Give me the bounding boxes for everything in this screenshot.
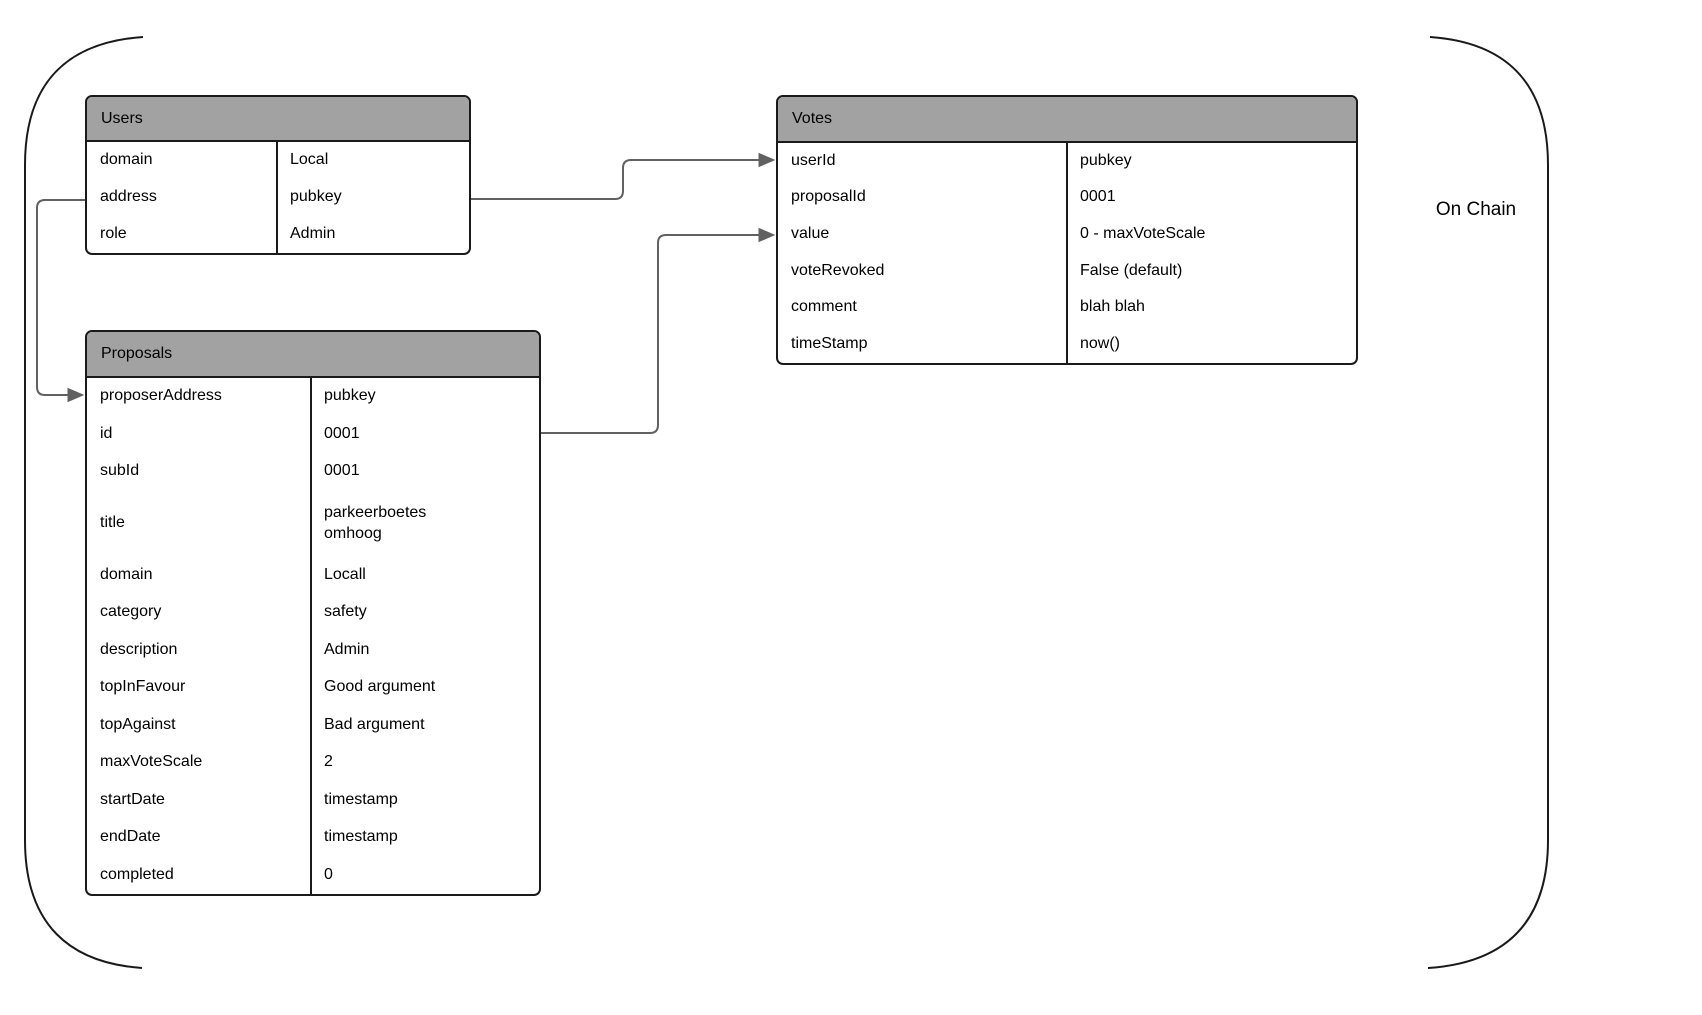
field-cell: description: [87, 631, 312, 669]
table-row: completed 0: [87, 856, 539, 894]
table-votes-title: Votes: [792, 110, 833, 127]
field-cell: topAgainst: [87, 706, 312, 744]
table-row: voteRevoked False (default): [778, 252, 1356, 290]
field-cell: endDate: [87, 819, 312, 857]
table-row: maxVoteScale 2: [87, 744, 539, 782]
value-cell: pubkey: [324, 387, 376, 405]
table-row: startDate timestamp: [87, 781, 539, 819]
arrowhead-proposals-proposerAddress: [67, 387, 85, 403]
right-parenthesis-shape: [1427, 36, 1549, 969]
value-cell: Good argument: [324, 678, 436, 696]
field-cell: domain: [87, 556, 312, 594]
value-cell: Locall: [324, 565, 366, 583]
table-proposals-title: Proposals: [101, 345, 173, 362]
value-cell: timestamp: [324, 790, 398, 808]
table-users-header: Users: [87, 97, 469, 142]
table-row: proposerAddress pubkey: [87, 378, 539, 416]
field-cell: value: [778, 216, 1068, 253]
left-parenthesis-shape: [24, 36, 144, 969]
value-cell: pubkey: [1080, 151, 1132, 169]
table-row: proposalId 0001: [778, 179, 1356, 217]
value-cell: 0 - maxVoteScale: [1080, 225, 1206, 243]
table-users: Users domain Local address pubkey role A…: [85, 95, 471, 255]
table-proposals-body: proposerAddress pubkey id 0001 subId 000…: [87, 378, 539, 894]
table-row: address pubkey: [87, 179, 469, 216]
table-row: comment blah blah: [778, 289, 1356, 326]
value-cell: Admin: [324, 640, 370, 658]
value-cell: Bad argument: [324, 715, 425, 733]
value-cell: 0001: [324, 424, 360, 442]
field-cell: userId: [778, 143, 1068, 180]
table-row: id 0001: [87, 415, 539, 453]
table-row: category safety: [87, 594, 539, 632]
table-users-body: domain Local address pubkey role Admin: [87, 142, 469, 253]
table-votes-body: userId pubkey proposalId 0001 value 0 - …: [778, 143, 1356, 363]
field-cell: completed: [87, 856, 312, 894]
connector-proposals-to-votes: [541, 234, 759, 434]
field-cell: subId: [87, 453, 312, 491]
value-cell: blah blah: [1080, 298, 1145, 316]
value-cell: Admin: [290, 225, 336, 243]
value-cell: 0001: [1080, 188, 1116, 206]
table-proposals-header: Proposals: [87, 332, 539, 378]
field-cell: timeStamp: [778, 325, 1068, 363]
field-cell: voteRevoked: [778, 252, 1068, 290]
table-row: topInFavour Good argument: [87, 669, 539, 707]
table-row: domain Locall: [87, 556, 539, 594]
value-cell: safety: [324, 603, 367, 621]
field-cell: category: [87, 594, 312, 632]
table-row: value 0 - maxVoteScale: [778, 216, 1356, 253]
table-row: role Admin: [87, 216, 469, 253]
field-cell: role: [87, 216, 278, 253]
value-cell: pubkey: [290, 188, 342, 206]
value-cell: Local: [290, 151, 329, 169]
table-row: domain Local: [87, 142, 469, 179]
arrowhead-votes-value: [758, 227, 776, 243]
table-row: timeStamp now(): [778, 325, 1356, 363]
table-votes: Votes userId pubkey proposalId 0001 valu…: [776, 95, 1358, 365]
table-votes-header: Votes: [778, 97, 1356, 143]
field-cell: title: [87, 490, 312, 557]
field-cell: comment: [778, 289, 1068, 326]
value-cell: timestamp: [324, 828, 398, 846]
table-row: subId 0001: [87, 453, 539, 491]
field-cell: startDate: [87, 781, 312, 819]
table-row: topAgainst Bad argument: [87, 706, 539, 744]
connector-users-to-votes: [471, 159, 759, 200]
field-cell: proposerAddress: [87, 378, 312, 416]
table-row: description Admin: [87, 631, 539, 669]
field-cell: address: [87, 179, 278, 216]
value-cell: False (default): [1080, 261, 1183, 279]
value-cell: now(): [1080, 334, 1121, 352]
connector-users-to-proposals: [36, 199, 85, 396]
arrowhead-votes-userId: [758, 152, 776, 168]
field-cell: proposalId: [778, 179, 1068, 217]
value-cell: 0: [324, 865, 333, 883]
table-row: endDate timestamp: [87, 819, 539, 857]
field-cell: id: [87, 415, 312, 453]
table-row: userId pubkey: [778, 143, 1356, 180]
field-cell: maxVoteScale: [87, 744, 312, 782]
field-cell: domain: [87, 142, 278, 179]
value-cell: parkeerboetes omhoog: [324, 503, 427, 542]
value-cell: 0001: [324, 462, 360, 480]
on-chain-label: On Chain: [1435, 199, 1517, 220]
table-proposals: Proposals proposerAddress pubkey id 0001…: [85, 330, 541, 896]
table-row: title parkeerboetes omhoog: [87, 490, 539, 557]
value-cell: 2: [324, 753, 333, 771]
field-cell: topInFavour: [87, 669, 312, 707]
table-users-title: Users: [101, 109, 143, 127]
